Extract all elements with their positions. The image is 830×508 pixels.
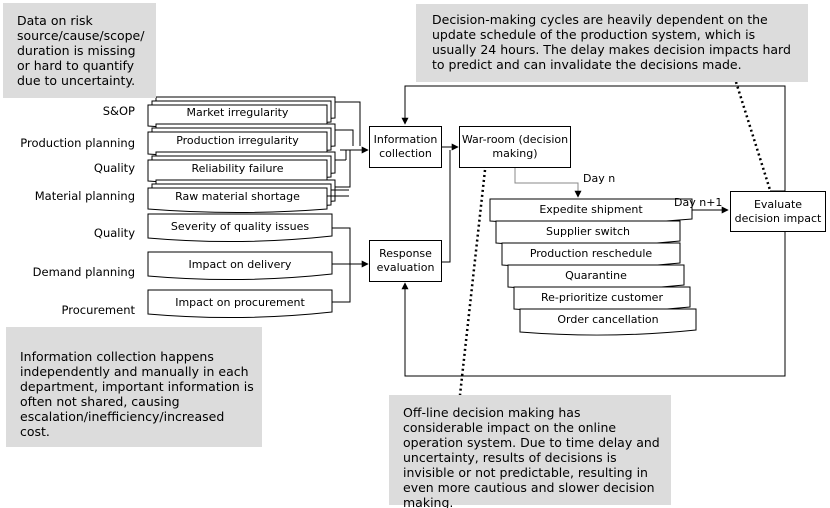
war-room-box: War-room (decision making) — [459, 126, 571, 168]
department-label: S&OP — [102, 104, 135, 118]
action-label: Supplier switch — [546, 225, 630, 238]
callout-cycles: Decision-making cycles are heavily depen… — [416, 4, 808, 82]
callout-pointers — [458, 81, 772, 396]
top-connectors — [327, 101, 369, 197]
department-label: Quality — [93, 161, 135, 175]
bottom-issue-shapes — [147, 213, 333, 319]
response-evaluation-box: Response evaluation — [369, 240, 442, 282]
callout-offline: Off-line decision making has considerabl… — [389, 395, 671, 508]
department-label: Quality — [93, 226, 135, 240]
action-label: Expedite shipment — [539, 203, 643, 216]
department-label: Production planning — [20, 136, 135, 150]
issue-label: Reliability failure — [191, 162, 284, 175]
action-label: Re-prioritize customer — [541, 291, 663, 304]
department-label: Demand planning — [32, 265, 135, 279]
issue-label: Impact on delivery — [188, 258, 292, 271]
department-label: Material planning — [34, 189, 135, 203]
day-n-label: Day n — [583, 172, 616, 185]
issue-label: Market irregularity — [186, 106, 289, 119]
action-shapes — [489, 198, 697, 336]
issue-label: Severity of quality issues — [170, 220, 310, 233]
action-label: Order cancellation — [557, 313, 659, 326]
issue-label: Raw material shortage — [175, 190, 300, 203]
day-n1-label: Day n+1 — [674, 196, 723, 209]
bottom-connectors — [332, 227, 369, 303]
evaluate-impact-box: Evaluate decision impact — [730, 191, 826, 232]
issue-label: Impact on procurement — [175, 296, 305, 309]
top-issue-shapes — [147, 96, 336, 213]
callout-info-collection: Information collection happens independe… — [6, 327, 262, 447]
issue-label: Production irregularity — [176, 134, 299, 147]
information-collection-box: Information collection — [369, 126, 442, 168]
action-label: Quarantine — [565, 269, 627, 282]
callout-data-risk: Data on risk source/cause/scope/ duratio… — [3, 3, 156, 98]
action-label: Production reschedule — [529, 247, 653, 260]
department-label: Procurement — [61, 303, 135, 317]
